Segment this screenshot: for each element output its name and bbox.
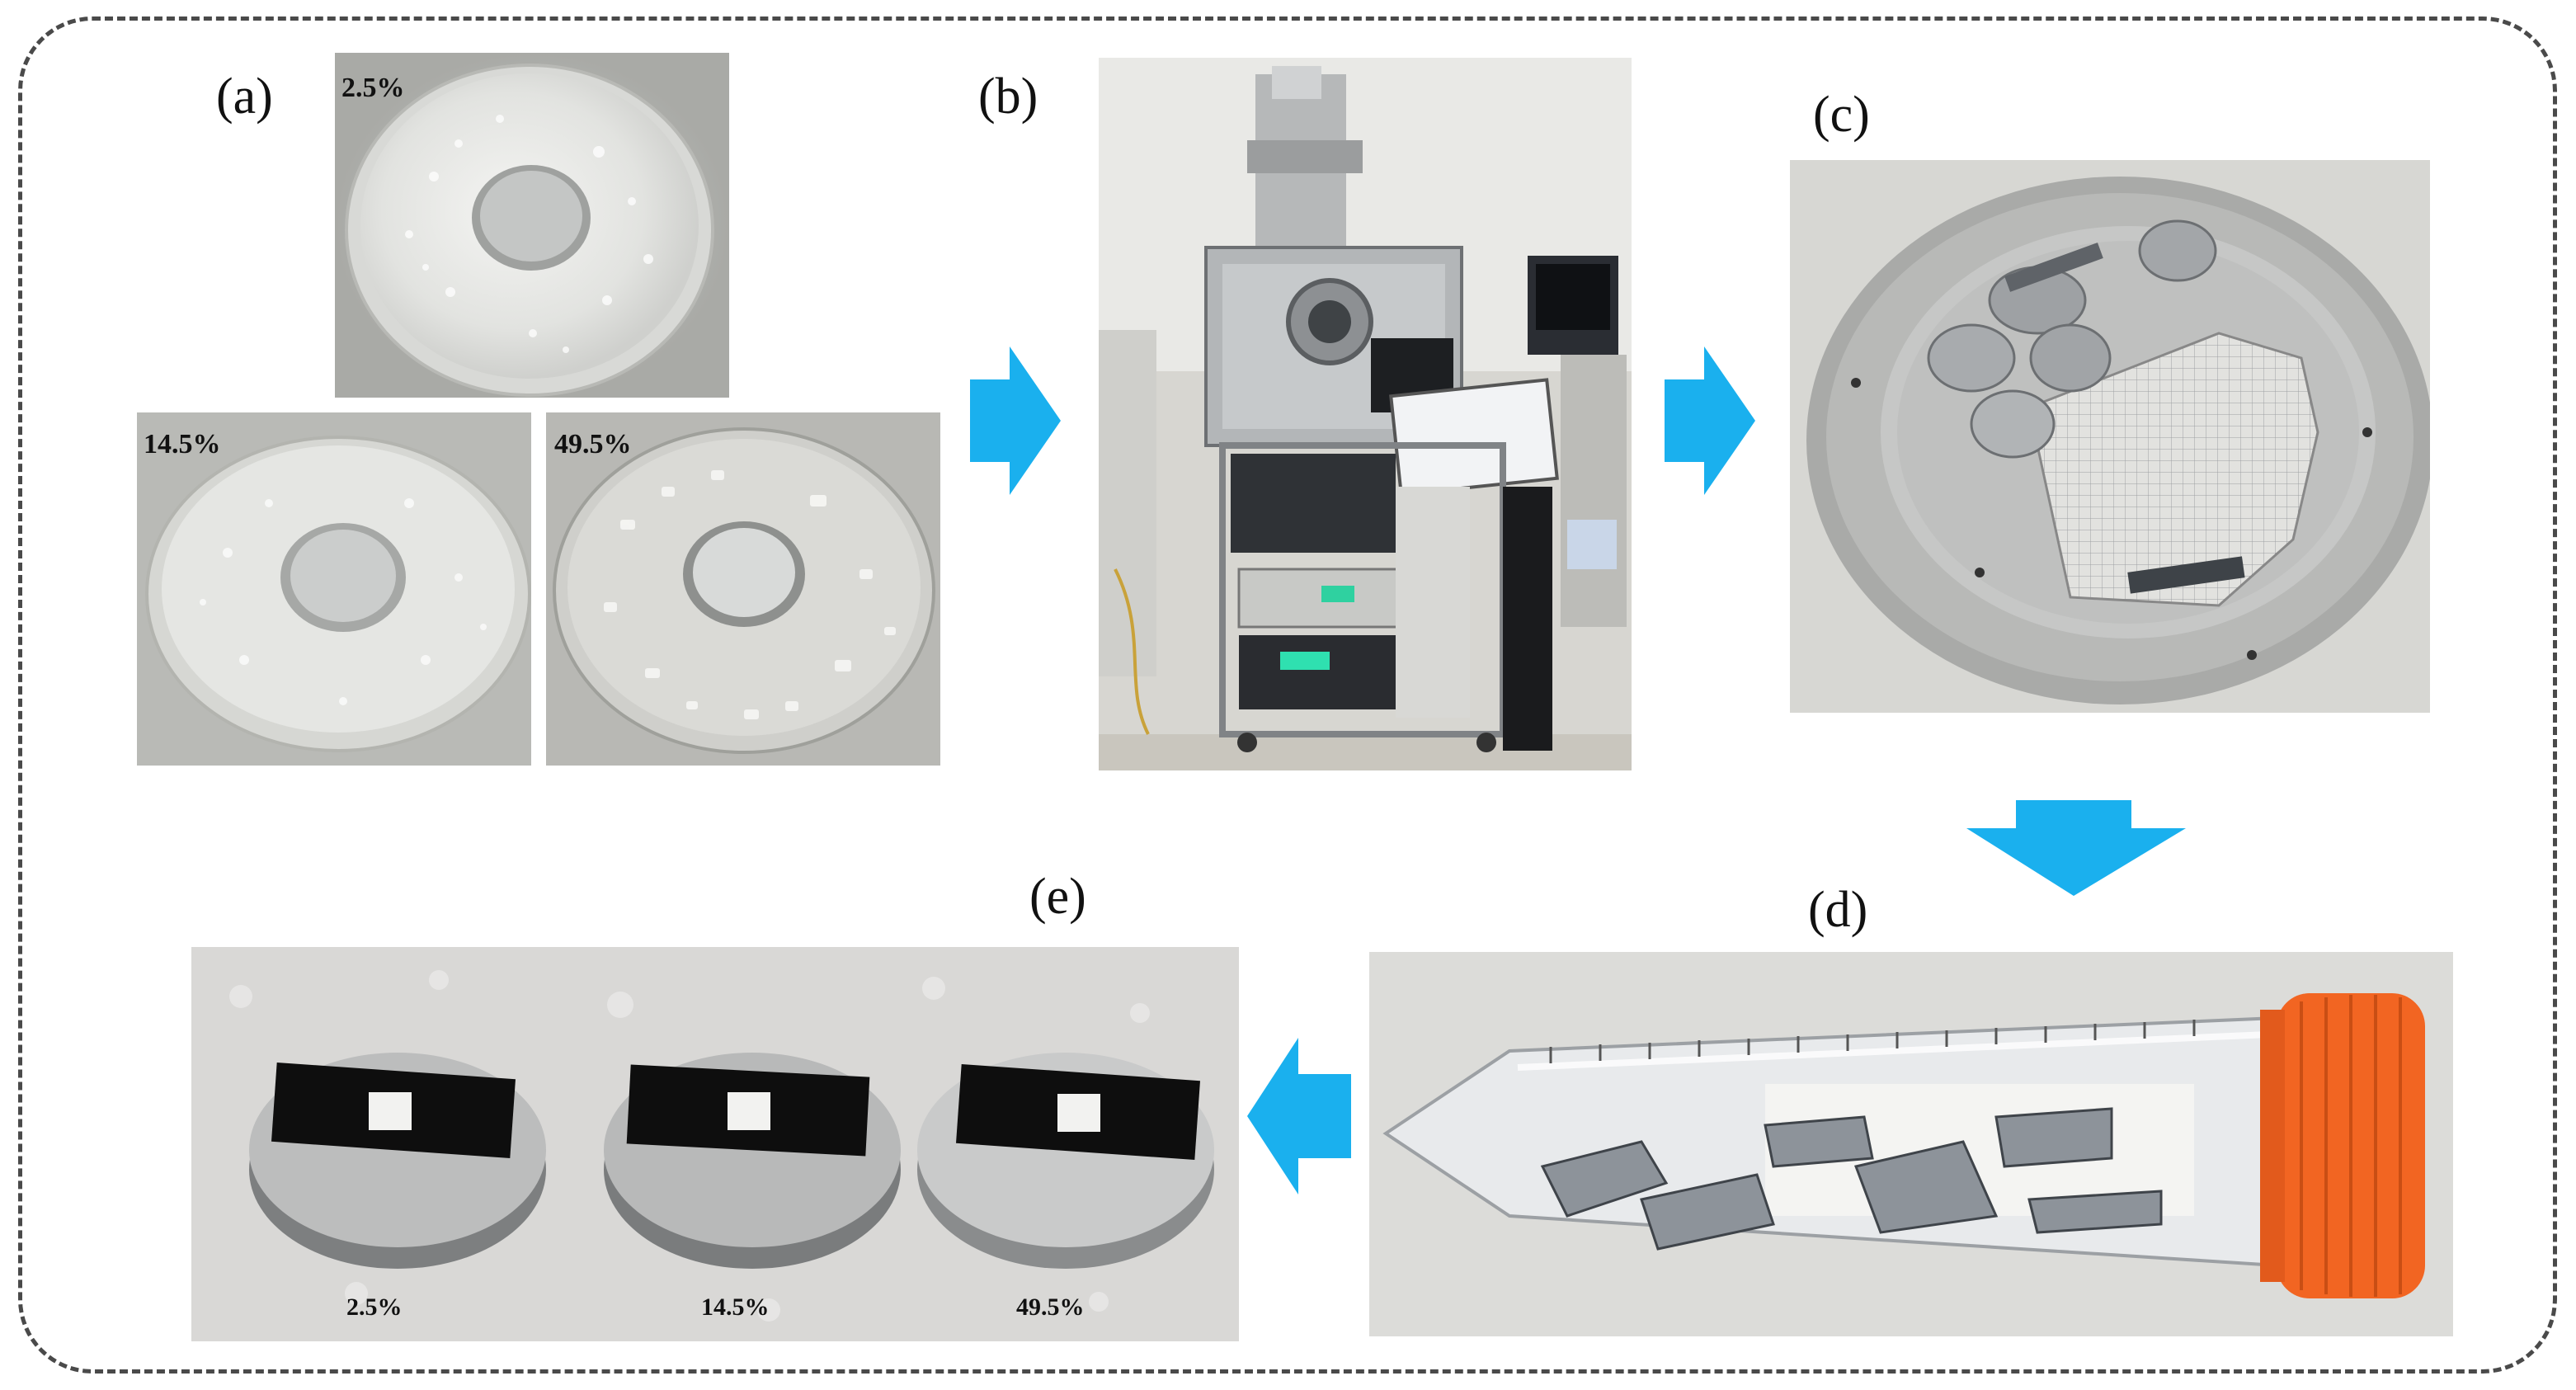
panel-label-d: (d) xyxy=(1808,882,1868,938)
sample-stubs-photo: 2.5% 14.5% 49.5% xyxy=(191,947,1239,1341)
sample-label: 14.5% xyxy=(701,1293,770,1321)
sample-label: 49.5% xyxy=(1016,1293,1085,1321)
panel-label-a: (a) xyxy=(216,68,273,125)
centrifuge-tube-photo xyxy=(1369,952,2453,1336)
arrow-right-icon xyxy=(970,346,1069,495)
arrow-right-icon xyxy=(1665,346,1764,495)
sputtering-system-photo xyxy=(1099,58,1632,770)
panel-label-c: (c) xyxy=(1813,87,1870,143)
sample-label: 2.5% xyxy=(346,1293,403,1321)
arrow-left-icon xyxy=(1247,1038,1354,1194)
panel-label-e: (e) xyxy=(1029,869,1086,925)
sample-label: 49.5% xyxy=(554,429,632,459)
dashed-frame xyxy=(18,16,2557,1374)
sample-photo-14-5: 14.5% xyxy=(137,412,531,766)
sample-label: 2.5% xyxy=(341,73,405,103)
sample-photo-49-5: 49.5% xyxy=(546,412,940,766)
substrate-holder-photo xyxy=(1790,160,2430,713)
panel-label-b: (b) xyxy=(978,68,1038,125)
arrow-down-icon xyxy=(1966,800,2189,899)
sample-photo-2-5: 2.5% xyxy=(335,53,729,398)
sample-label: 14.5% xyxy=(144,429,221,459)
